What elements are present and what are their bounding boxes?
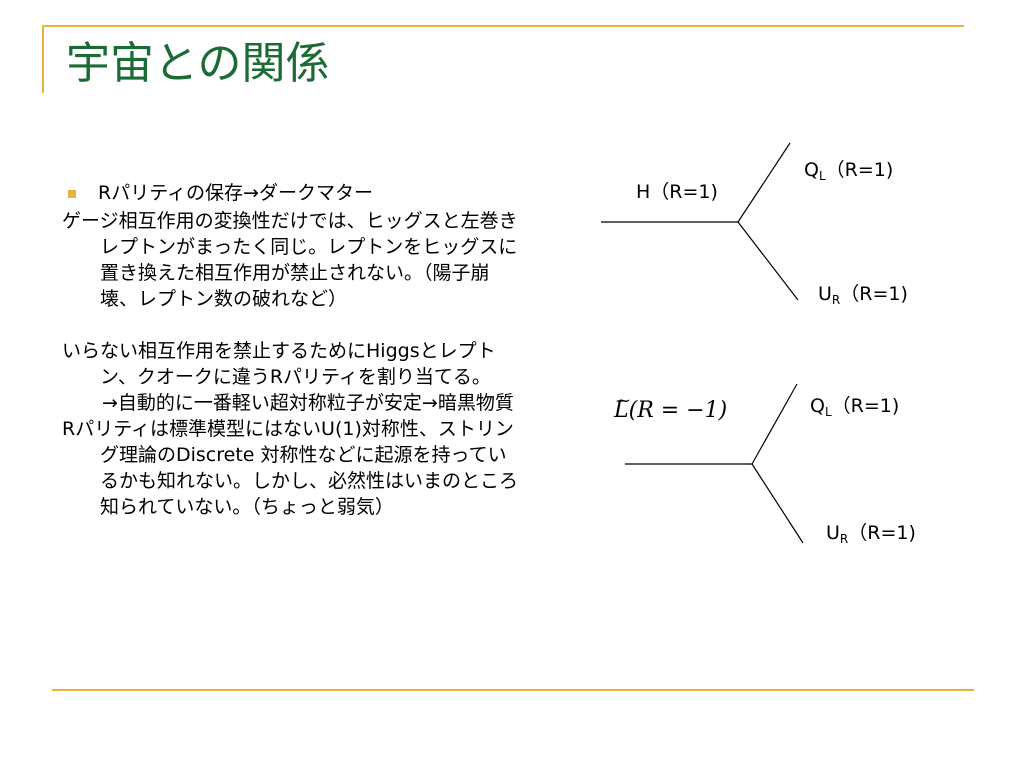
top-rule (42, 25, 964, 27)
slide-title: 宇宙との関係 (66, 38, 330, 89)
ur-label-1: UR（R=1) (818, 283, 908, 307)
vertex-diagram-1 (601, 142, 799, 301)
paragraph-dark-matter: →自動的に一番軽い超対称粒子が安定→暗黒物質 (102, 392, 514, 414)
ql-label-2: QL（R=1) (810, 395, 900, 419)
ur-label-2: UR（R=1) (826, 522, 916, 546)
left-rule (42, 25, 44, 93)
paragraph-forbid: いらない相互作用を禁止するためにHiggsとレプトン、クオークに違うRパリティを… (62, 340, 496, 388)
lower-line-2 (751, 463, 804, 544)
vertex-diagram-2 (625, 383, 804, 544)
higgs-label: H（R=1) (636, 181, 718, 203)
ql-label-1: QL（R=1) (804, 159, 894, 183)
lower-line-1 (737, 221, 799, 301)
bullet-item: Rパリティの保存→ダークマター (62, 180, 522, 206)
slepton-formula: L(R = −1) (614, 398, 728, 423)
bottom-rule (52, 689, 974, 691)
slide-body: Rパリティの保存→ダークマター ゲージ相互作用の変換性だけでは、ヒッグスと左巻き… (62, 180, 522, 520)
upper-line-2 (751, 383, 798, 465)
bullet-text: Rパリティの保存→ダークマター (98, 182, 373, 204)
bullet-square-icon (68, 190, 76, 198)
upper-line-1 (737, 142, 791, 223)
tilde-mark: ~ (616, 390, 632, 411)
paragraph-gauge: ゲージ相互作用の変換性だけでは、ヒッグスと左巻きレプトンがまったく同じ。レプトン… (62, 210, 518, 310)
paragraph-origin: Rパリティは標準模型にはないU(1)対称性、ストリング理論のDiscrete 対… (62, 418, 519, 518)
